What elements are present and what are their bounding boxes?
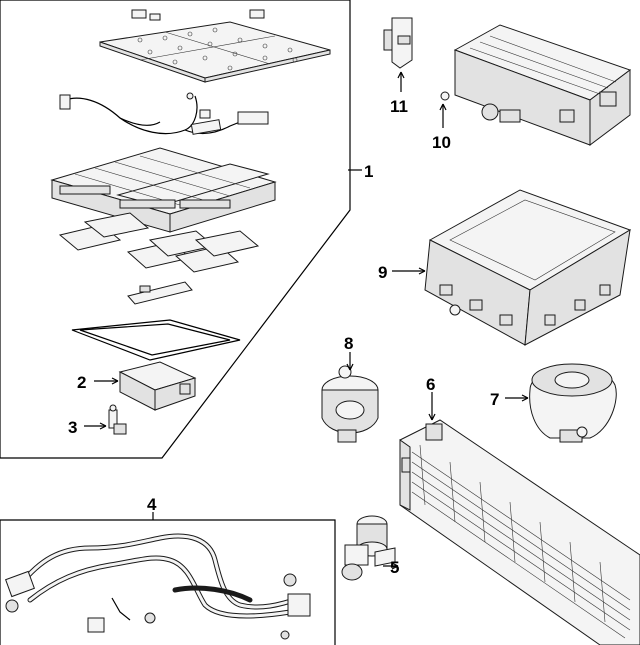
coolant-valve [341,515,396,581]
battery-assembly-frame [0,0,351,459]
callout-5: 5 [390,558,399,577]
inverter-module [424,189,632,346]
leader-lines [84,71,529,570]
callout-2: 2 [77,373,86,392]
sensor [108,404,127,435]
callout-11: 11 [390,97,408,116]
cable-harness [5,533,311,640]
callout-6: 6 [426,375,435,394]
callout-4: 4 [147,495,157,514]
callout-10: 10 [432,133,451,152]
battery-control-module [118,361,197,411]
radiator [399,419,640,645]
callout-9: 9 [378,263,387,282]
insulation-sheets [58,212,260,273]
coolant-pump [321,365,379,443]
callout-7: 7 [490,390,499,409]
battery-wire-harness [59,92,269,135]
small-bracket [127,281,193,305]
callout-3: 3 [68,418,77,437]
coolant-reservoir [529,363,617,443]
callout-8: 8 [344,334,353,353]
mounting-bracket [383,17,413,69]
converter-module [440,24,632,146]
cable-harness-frame [0,519,336,645]
battery-module-stack [50,147,277,233]
battery-gasket [71,319,241,361]
battery-top-cover [99,9,331,83]
callout-1: 1 [364,162,373,181]
